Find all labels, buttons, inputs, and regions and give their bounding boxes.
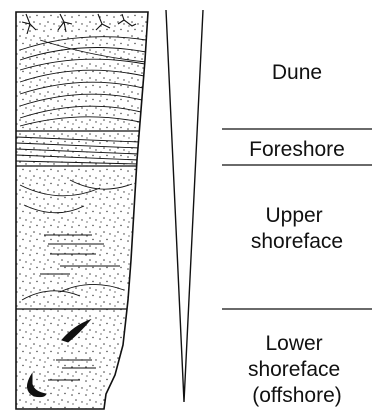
label-dune: Dune (272, 61, 322, 84)
label-foreshore: Foreshore (249, 138, 345, 161)
zone-labels: Dune Foreshore Upper shoreface Lower sho… (248, 61, 346, 407)
label-lower-shoreface: Lower shoreface (offshore) (248, 332, 346, 407)
label-upper-shoreface: Upper shoreface (251, 204, 343, 253)
column-outline (16, 12, 148, 409)
energy-wedge (166, 10, 203, 402)
sediment-column (16, 12, 148, 409)
